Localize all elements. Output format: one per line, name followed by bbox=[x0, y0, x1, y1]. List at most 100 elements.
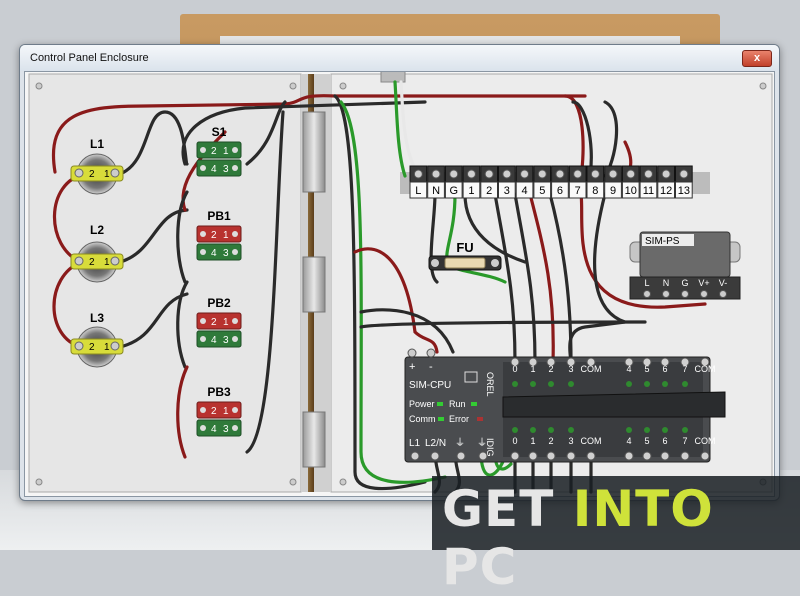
ps-terminal-label: G bbox=[681, 278, 688, 288]
plc-power-screw[interactable] bbox=[456, 451, 466, 461]
plc-terminal-screw[interactable] bbox=[700, 451, 710, 461]
terminal-screw[interactable] bbox=[520, 169, 530, 179]
pilot-lights: L1 2 1 L2 2 1 L3 bbox=[70, 137, 124, 368]
light-terminal: 1 bbox=[104, 257, 110, 268]
terminal-screw[interactable] bbox=[484, 169, 494, 179]
selector-switch-s1[interactable]: S1 2 1 4 3 bbox=[196, 125, 242, 177]
plc-terminal-screw[interactable] bbox=[624, 357, 634, 367]
pilot-light-l1[interactable]: L1 2 1 bbox=[70, 137, 124, 195]
terminal-label-box bbox=[586, 181, 605, 199]
plc-terminal-screw[interactable] bbox=[624, 451, 634, 461]
pushbutton-pb3[interactable]: PB3 2 1 4 3 bbox=[196, 385, 242, 437]
plc-terminal-screw[interactable] bbox=[586, 357, 596, 367]
plc-terminal-label: 6 bbox=[662, 436, 667, 446]
ps-terminal-screw[interactable] bbox=[662, 290, 670, 298]
ps-terminal-screw[interactable] bbox=[681, 290, 689, 298]
terminal-screw[interactable] bbox=[626, 169, 636, 179]
hinge-bottom bbox=[302, 411, 326, 468]
terminal-label-box bbox=[515, 181, 534, 199]
run-indicator-label: Run bbox=[449, 399, 466, 409]
plc-terminal-screw[interactable] bbox=[586, 451, 596, 461]
light-label: L1 bbox=[90, 137, 104, 151]
plc-terminal-screw[interactable] bbox=[528, 451, 538, 461]
plc-terminal-screw[interactable] bbox=[510, 451, 520, 461]
terminal-screw[interactable] bbox=[502, 169, 512, 179]
ps-terminal-screw[interactable] bbox=[719, 290, 727, 298]
switch-terminal: 2 bbox=[211, 406, 217, 417]
terminal-screw[interactable] bbox=[466, 169, 476, 179]
plc-terminal-screw[interactable] bbox=[642, 451, 652, 461]
switch-terminal: 3 bbox=[223, 248, 229, 259]
terminal-label-box bbox=[568, 181, 587, 199]
terminal-screw[interactable] bbox=[537, 169, 547, 179]
switch-terminal: 3 bbox=[223, 335, 229, 346]
plc-power-screw[interactable] bbox=[478, 451, 488, 461]
enclosure-drawing: L1 2 1 L2 2 1 L3 bbox=[28, 72, 773, 494]
pilot-light-l3[interactable]: L3 2 1 bbox=[70, 311, 124, 368]
plc-terminal-screw[interactable] bbox=[510, 357, 520, 367]
plc-cpu[interactable]: + - SIM-CPU Power Run Comm Error L1 L2/N… bbox=[404, 348, 726, 463]
plc-status-led bbox=[568, 427, 574, 433]
light-terminal: 1 bbox=[104, 169, 110, 180]
plc-terminal-screw[interactable] bbox=[642, 357, 652, 367]
plc-terminal-label: 2 bbox=[548, 364, 553, 374]
pushbutton-pb1[interactable]: PB1 2 1 4 3 bbox=[196, 209, 242, 261]
switch-terminal: 3 bbox=[223, 424, 229, 435]
plc-power-screw[interactable] bbox=[410, 451, 420, 461]
terminal-label-box bbox=[604, 181, 622, 199]
plc-terminal-screw[interactable] bbox=[566, 451, 576, 461]
terminal-screw[interactable] bbox=[449, 169, 459, 179]
watermark-banner bbox=[432, 476, 800, 550]
plc-terminal-label: 5 bbox=[644, 364, 649, 374]
switch-terminal: 1 bbox=[223, 146, 229, 157]
power-supply-label: SIM-PS bbox=[645, 236, 680, 247]
terminal-label: 5 bbox=[539, 185, 545, 197]
plc-terminal-screw[interactable] bbox=[528, 357, 538, 367]
plc-terminal-label: 7 bbox=[682, 436, 687, 446]
plc-terminal-screw[interactable] bbox=[660, 451, 670, 461]
terminal-screw[interactable] bbox=[590, 169, 600, 179]
switch-terminal: 4 bbox=[211, 335, 217, 346]
plc-terminal-label: 1 bbox=[530, 436, 535, 446]
terminal-label-box bbox=[444, 181, 463, 199]
plc-terminal-screw[interactable] bbox=[700, 357, 710, 367]
fuse-holder[interactable]: FU bbox=[428, 240, 502, 271]
fuse-label: FU bbox=[456, 240, 473, 255]
plc-terminal-screw[interactable] bbox=[660, 357, 670, 367]
plc-power-screw[interactable] bbox=[430, 451, 440, 461]
title-bar[interactable]: Control Panel Enclosure x bbox=[20, 45, 779, 71]
plc-terminal-screw[interactable] bbox=[680, 357, 690, 367]
terminal-screw[interactable] bbox=[555, 169, 565, 179]
terminal-screw[interactable] bbox=[661, 169, 671, 179]
plc-terminal-screw[interactable] bbox=[566, 357, 576, 367]
close-button[interactable]: x bbox=[742, 50, 772, 67]
plc-terminal-label: COM bbox=[695, 436, 716, 446]
terminal-screw[interactable] bbox=[431, 169, 441, 179]
plc-status-led bbox=[568, 381, 574, 387]
plc-terminal-screw[interactable] bbox=[546, 451, 556, 461]
terminal-screw[interactable] bbox=[573, 169, 583, 179]
light-terminal: 2 bbox=[89, 342, 95, 353]
door-panel bbox=[28, 73, 302, 493]
switch-terminal: 3 bbox=[223, 164, 229, 175]
terminal-screw[interactable] bbox=[679, 169, 689, 179]
plc-terminal-screw[interactable] bbox=[680, 451, 690, 461]
terminal-label-box bbox=[551, 181, 569, 199]
terminal-screw[interactable] bbox=[413, 169, 423, 179]
switch-terminal: 1 bbox=[223, 406, 229, 417]
ps-terminal-screw[interactable] bbox=[643, 290, 651, 298]
plc-terminal-label: COM bbox=[695, 364, 716, 374]
plc-terminal-screw[interactable] bbox=[546, 357, 556, 367]
terminal-label: 3 bbox=[504, 185, 510, 197]
pilot-light-l2[interactable]: L2 2 1 bbox=[70, 223, 124, 283]
terminal-screw[interactable] bbox=[608, 169, 618, 179]
plc-terminal: L1 bbox=[409, 438, 421, 449]
app-window: Control Panel Enclosure x bbox=[19, 44, 780, 501]
terminal-label: 10 bbox=[625, 185, 637, 197]
terminal-screw[interactable] bbox=[643, 169, 653, 179]
watermark-part: INTO bbox=[572, 480, 714, 538]
pushbutton-pb2[interactable]: PB2 2 1 4 3 bbox=[196, 296, 242, 348]
ps-terminal-screw[interactable] bbox=[700, 290, 708, 298]
